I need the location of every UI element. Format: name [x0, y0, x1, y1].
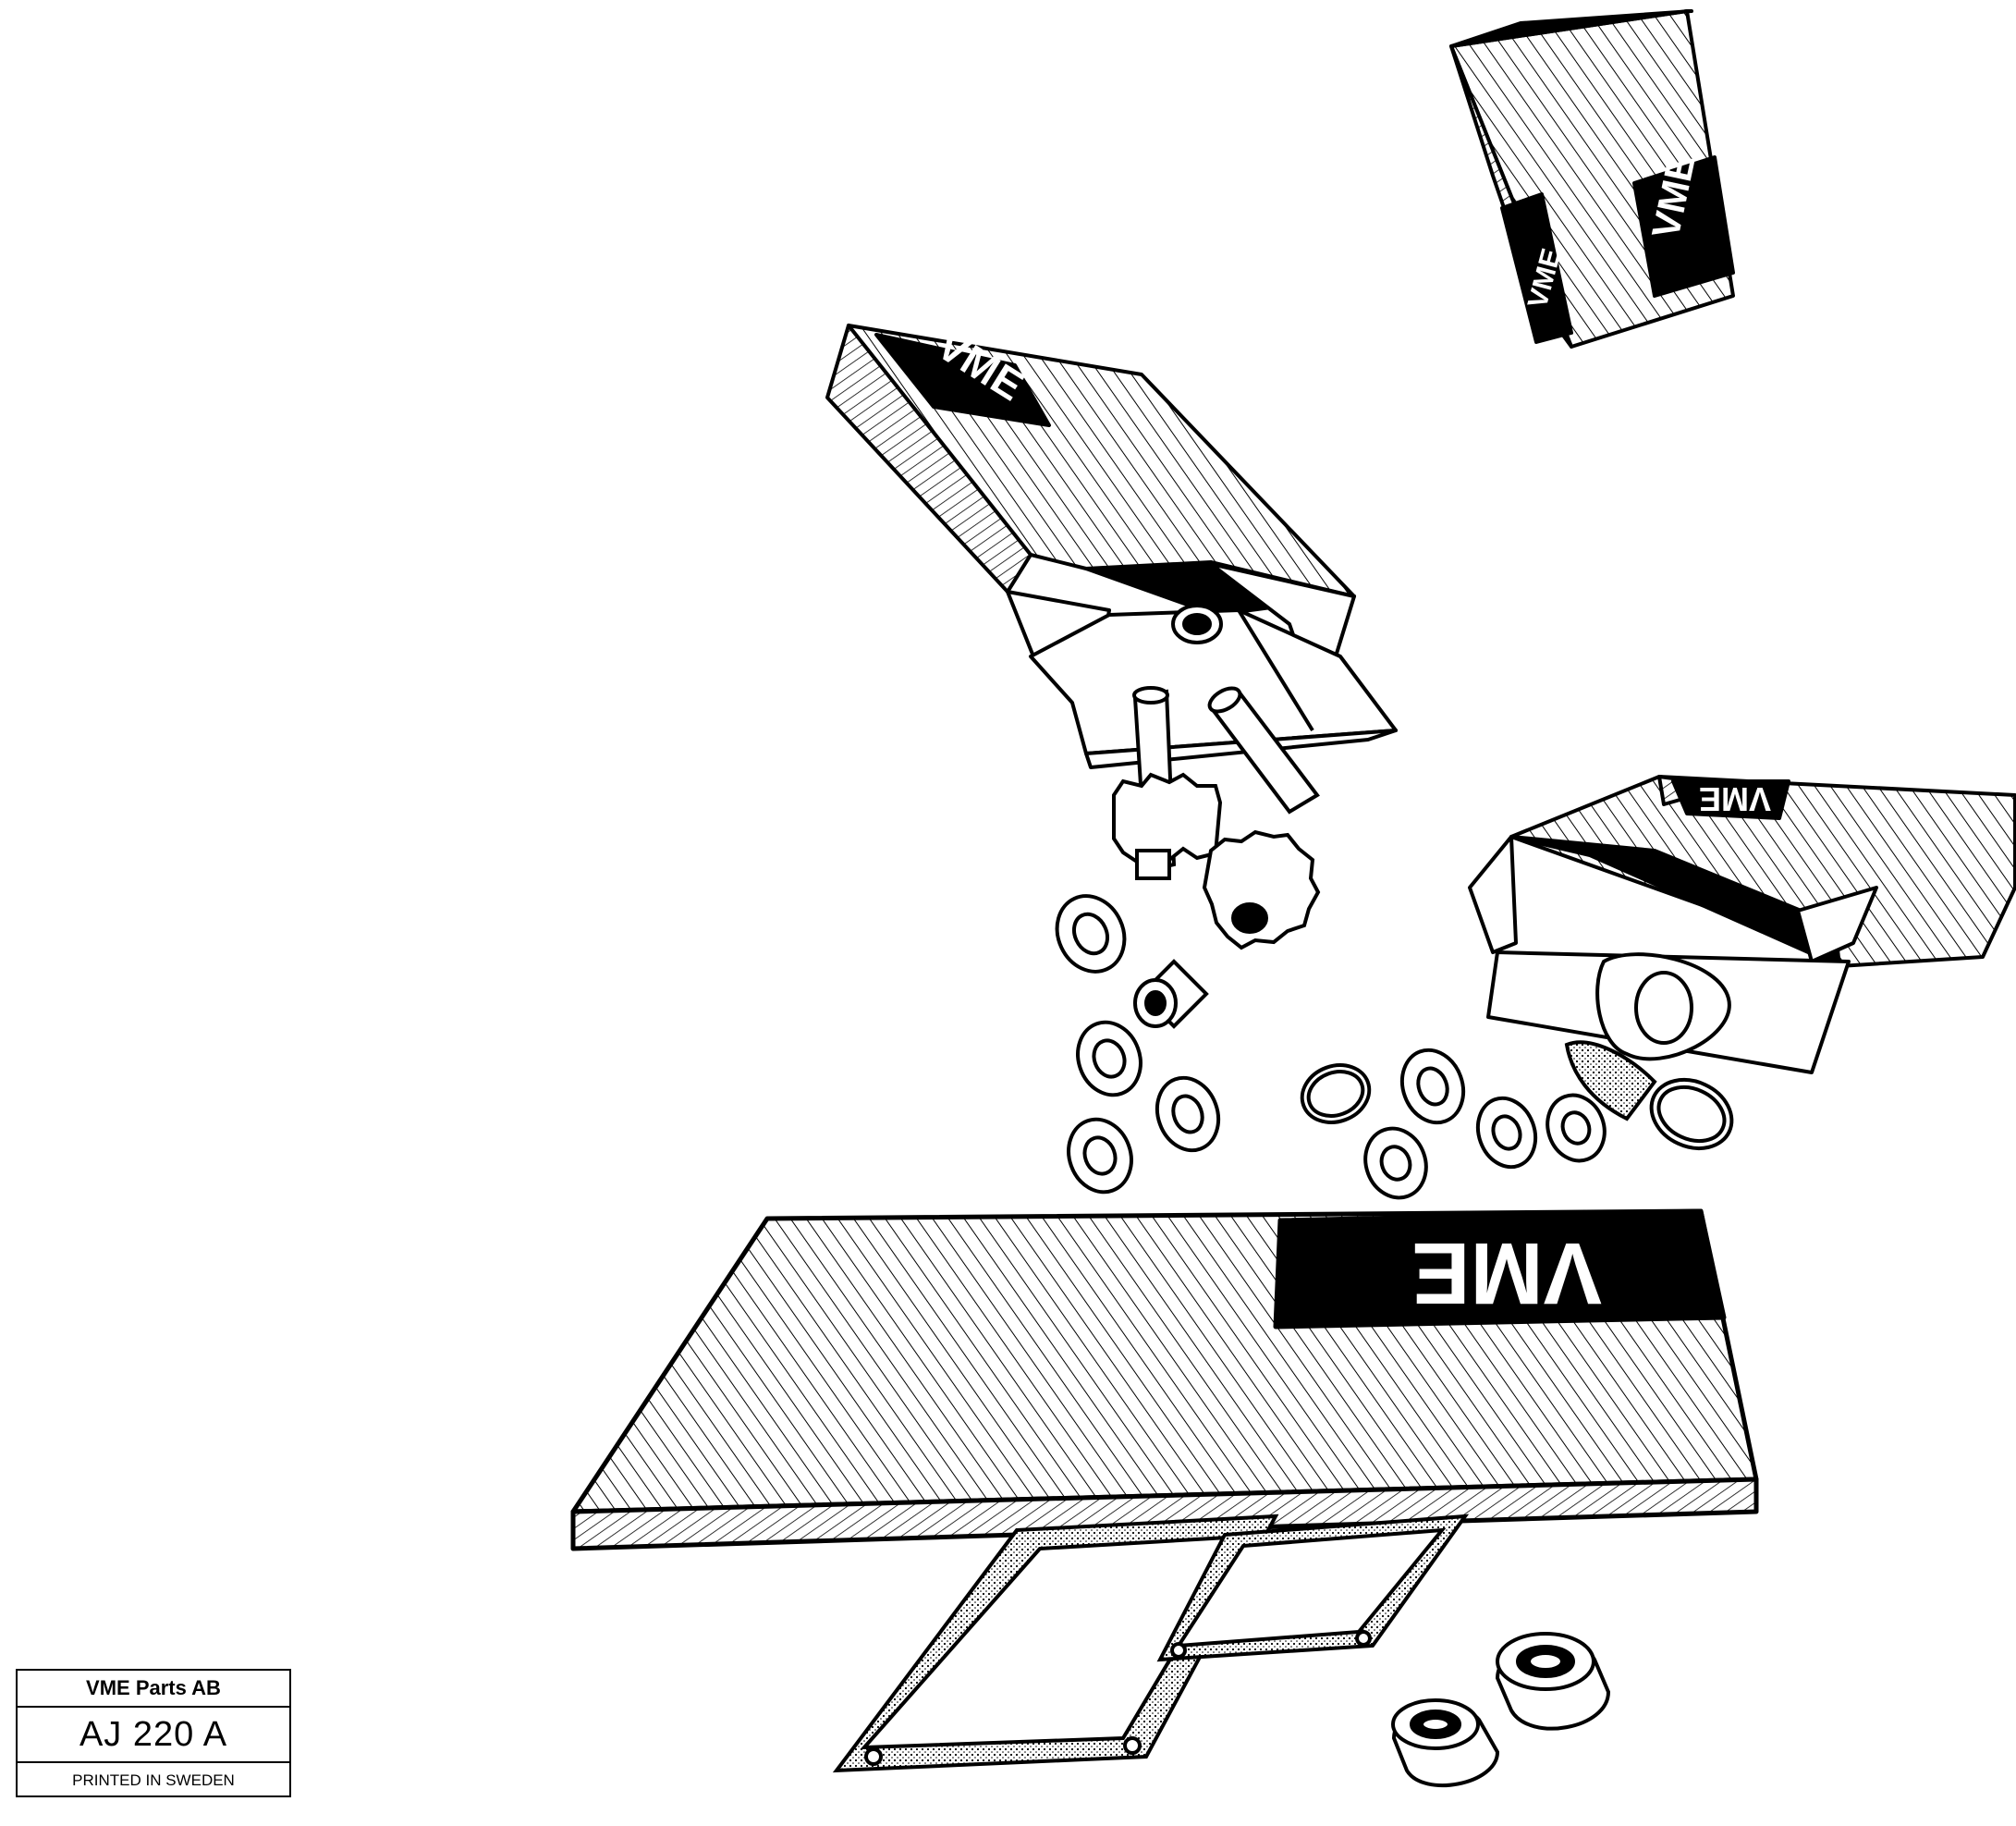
kit-tray: VME — [570, 1208, 1759, 1551]
logo-text-tray: VME — [1411, 1224, 1602, 1322]
kit-box-top: VME VME — [1449, 9, 1735, 349]
logo-text-right-box: VME — [1699, 780, 1771, 818]
gear-loose — [1202, 829, 1321, 950]
caption-box: VME Parts AB AJ 220 A PRINTED IN SWEDEN — [16, 1669, 291, 1797]
cover-gasket-small — [1156, 1513, 1470, 1662]
gear-with-shaft — [1112, 772, 1223, 880]
bearing-large — [1495, 1632, 1611, 1731]
shaft-pin — [1207, 686, 1320, 815]
caption-code: AJ 220 A — [18, 1708, 289, 1763]
gasket-box: VME — [1468, 775, 2016, 1074]
bushing — [1133, 959, 1209, 1029]
cover-gasket-large — [832, 1513, 1279, 1773]
caption-printed: PRINTED IN SWEDEN — [72, 1771, 235, 1789]
logo-panel-tray — [1273, 1208, 1727, 1330]
bearing-small — [1391, 1698, 1500, 1788]
caption-company: VME Parts AB — [18, 1671, 289, 1708]
logo-panel-top-box — [1632, 155, 1735, 298]
spare-parts-box: VME — [825, 320, 1398, 769]
flange-gasket — [1564, 952, 1731, 1121]
